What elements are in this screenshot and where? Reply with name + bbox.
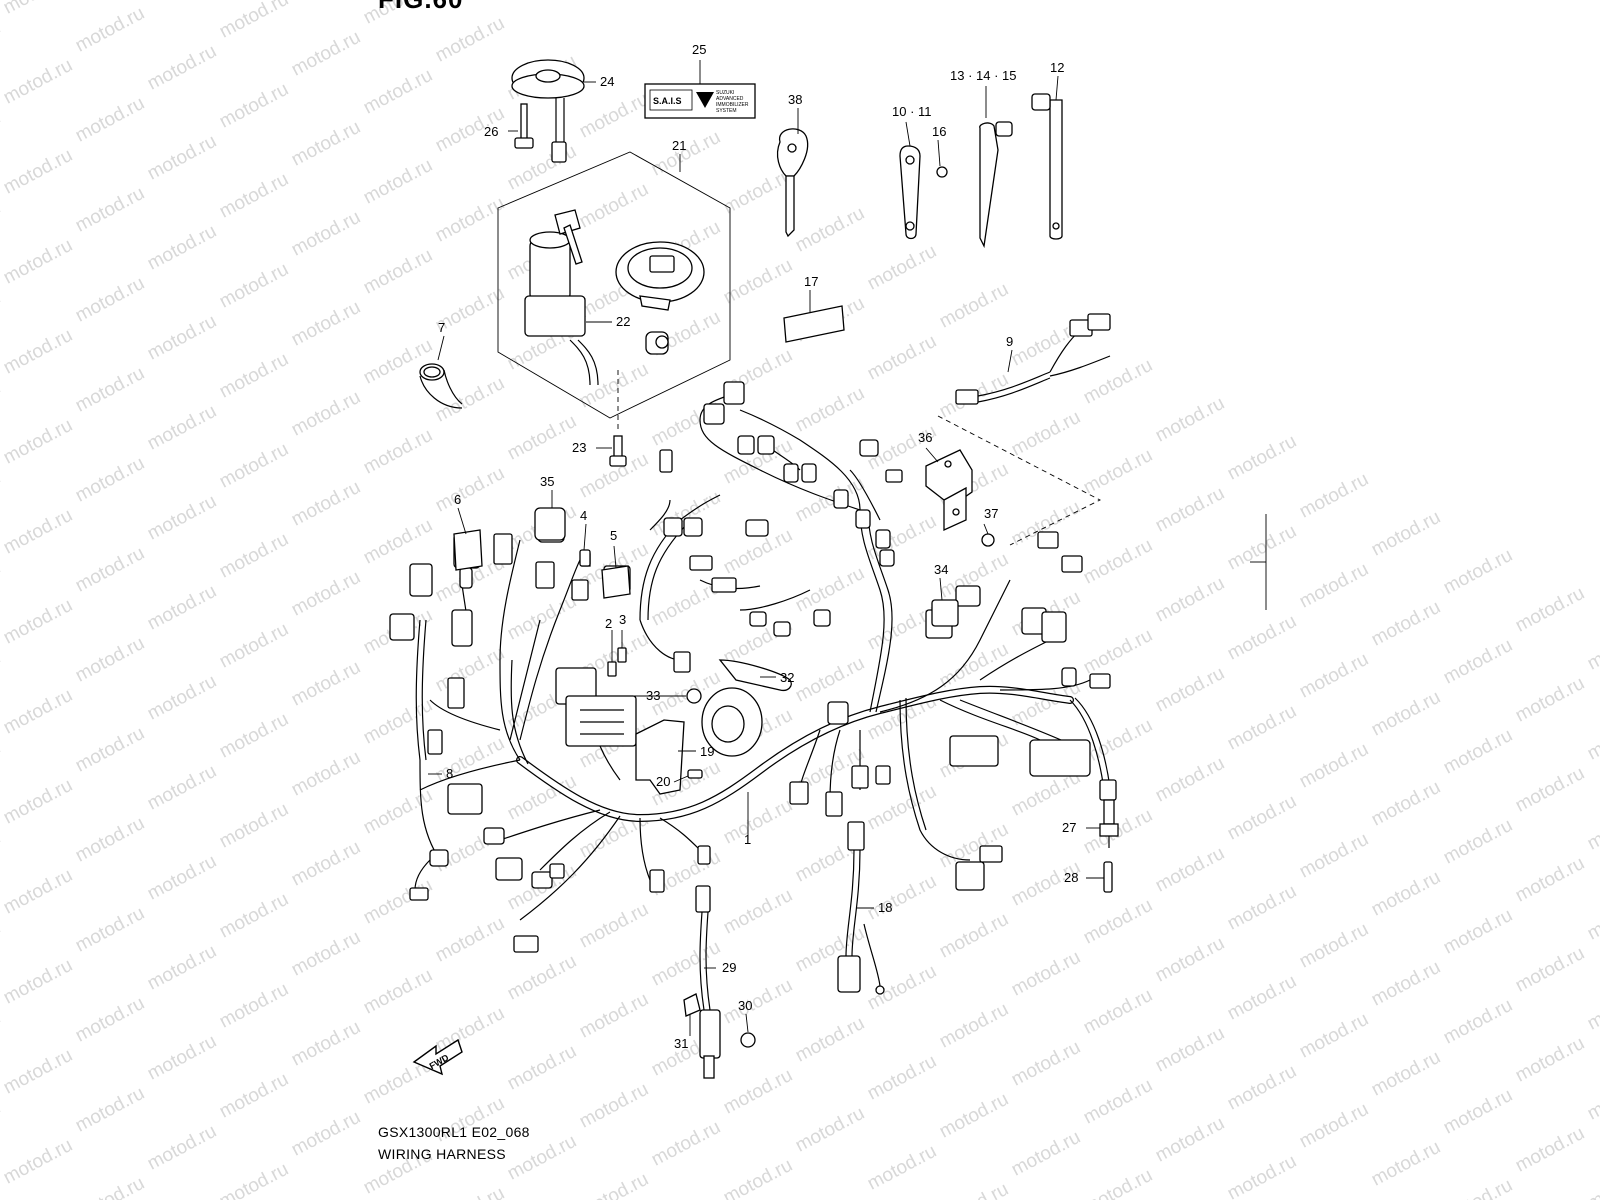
sais-label-part: S.A.I.S SUZUKI ADVANCED IMMOBILIZER SYST… — [644, 83, 756, 119]
callout-26: 26 — [484, 124, 498, 139]
sais-line-3: IMMOBILIZER — [716, 102, 749, 108]
cushion-pad-part — [783, 305, 845, 343]
sais-badge-text: S.A.I.S — [653, 96, 682, 106]
connector-34-part — [931, 599, 959, 627]
clamp-12-part — [1031, 93, 1063, 240]
fuse-box-part — [555, 667, 637, 781]
callout-17: 17 — [804, 274, 818, 289]
ignition-group-box — [497, 151, 731, 419]
callout-12: 12 — [1050, 60, 1064, 75]
callout-8: 8 — [446, 766, 453, 781]
callout-31: 31 — [674, 1036, 688, 1051]
sais-line-1: SUZUKI — [716, 90, 734, 96]
sais-line-4: SYSTEM — [716, 108, 737, 114]
figure-code: GSX1300RL1 E02_068 — [378, 1124, 530, 1140]
callout-2: 2 — [605, 616, 612, 631]
bolt-part — [514, 103, 534, 149]
callout-22: 22 — [616, 314, 630, 329]
sais-line-2: ADVANCED — [716, 96, 744, 102]
callout-27: 27 — [1062, 820, 1076, 835]
callout-5: 5 — [610, 528, 617, 543]
callout-20: 20 — [656, 774, 670, 789]
screw-33-part — [686, 688, 702, 704]
lead-18-part — [837, 821, 885, 995]
sensor-29-part — [683, 885, 756, 1079]
bracket-19-part — [635, 719, 685, 795]
sub-harness-9-part — [955, 313, 1111, 405]
fuse-3-part — [617, 647, 627, 663]
clamp-13-part — [979, 121, 1013, 249]
bracket-36-part — [925, 449, 973, 532]
fuse-4-part — [579, 549, 591, 567]
sensor-27-part — [1099, 799, 1119, 893]
spring-part — [419, 363, 463, 409]
callout-6: 6 — [454, 492, 461, 507]
callout-13-15: 13 · 14 · 15 — [950, 68, 1017, 83]
mount-guide-line — [937, 415, 1101, 546]
ignition-switch-part — [524, 209, 599, 386]
callout-labels: 1 2 3 4 5 6 7 8 9 10 · 11 12 13 · 14 · 1… — [438, 42, 1078, 1051]
callout-18: 18 — [878, 900, 892, 915]
callout-36: 36 — [918, 430, 932, 445]
screw-37-part — [981, 533, 995, 547]
bracket-10-part — [899, 145, 948, 240]
callout-21: 21 — [672, 138, 686, 153]
fuel-cap-part — [615, 241, 705, 311]
callout-28: 28 — [1064, 870, 1078, 885]
callout-9: 9 — [1006, 334, 1013, 349]
callout-24: 24 — [600, 74, 614, 89]
key-part — [776, 128, 809, 238]
callout-4: 4 — [580, 508, 587, 523]
horn-part — [701, 659, 792, 757]
figure-title: FIG.60 — [378, 0, 463, 15]
callout-25: 25 — [692, 42, 706, 57]
relay-5-part — [601, 565, 631, 599]
bolt-23-part — [609, 370, 627, 467]
callout-7: 7 — [438, 320, 445, 335]
callout-23: 23 — [572, 440, 586, 455]
callout-16: 16 — [932, 124, 946, 139]
callout-10-11: 10 · 11 — [892, 104, 932, 119]
callout-38: 38 — [788, 92, 802, 107]
fwd-arrow-icon: FWD — [412, 1038, 463, 1076]
callout-1: 1 — [744, 832, 751, 847]
fuse-2-part — [607, 661, 617, 677]
key-cap-part — [511, 59, 585, 163]
callout-leaders — [428, 60, 1104, 1036]
main-harness-part — [414, 394, 1111, 921]
callout-34: 34 — [934, 562, 948, 577]
relay-35-part — [534, 507, 566, 541]
callout-32: 32 — [780, 670, 794, 685]
bolt-20-part — [687, 769, 703, 779]
callout-37: 37 — [984, 506, 998, 521]
callout-19: 19 — [700, 744, 714, 759]
callout-29: 29 — [722, 960, 736, 975]
callout-35: 35 — [540, 474, 554, 489]
seat-lock-part — [645, 331, 669, 355]
callout-3: 3 — [619, 612, 626, 627]
relay-6-part — [453, 529, 483, 571]
figure-name: WIRING HARNESS — [378, 1146, 506, 1162]
callout-33: 33 — [646, 688, 660, 703]
callout-30: 30 — [738, 998, 752, 1013]
